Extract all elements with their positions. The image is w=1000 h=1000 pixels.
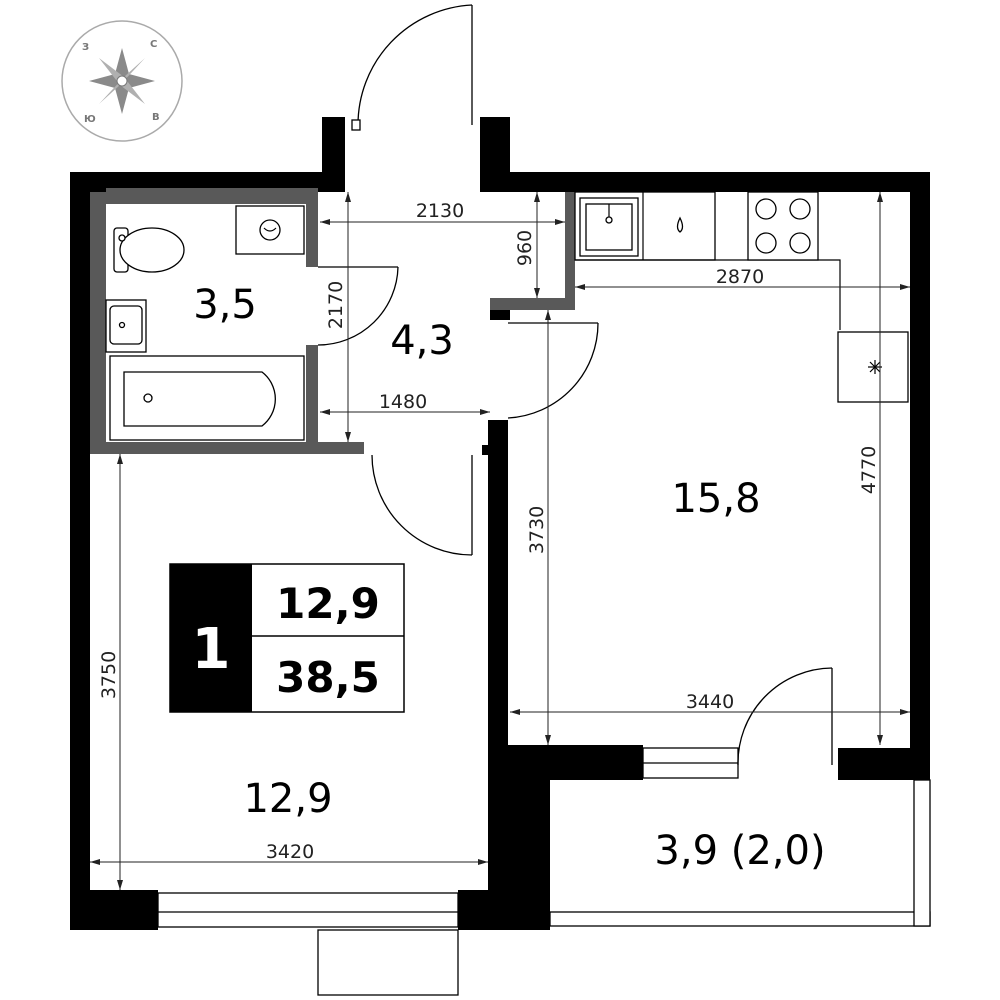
room-area-living: 12,9 [243,776,332,822]
kitchen-door[interactable] [507,322,599,419]
room-area-bathroom: 3,5 [193,282,257,328]
bathtub-icon [109,355,305,441]
bathroom-door[interactable] [317,266,399,346]
dim-hall-depth: 960 [514,230,536,266]
dim-hall-lower: 1480 [379,391,427,413]
area-badge: 1 12,9 38,5 [169,563,405,713]
balcony-door[interactable] [737,667,833,766]
balcony-glazing [549,779,931,927]
living-window [157,892,459,996]
room-area-kitchen: 15,8 [671,476,760,522]
dim-kitchen-width: 3440 [686,691,734,713]
compass-north: С [150,39,157,50]
washing-machine-icon [235,205,305,255]
water-drop-icon [676,216,684,233]
compass-south: Ю [84,114,96,125]
compass-icon: З С Ю В [61,20,183,142]
compass-west: З [82,42,89,53]
partition-walls [90,188,575,454]
dim-kitchen-top: 2870 [716,266,764,288]
badge-living-area: 12,9 [276,579,380,628]
exterior-walls [70,117,930,930]
dim-kitchen-height: 4770 [858,446,880,494]
ventilation-icon [837,331,909,403]
dim-hall-width: 2130 [416,200,464,222]
dimension-lines [90,192,910,890]
toilet-icon [113,227,185,273]
sink-icon [105,299,147,353]
badge-total-area: 38,5 [276,653,380,702]
dim-bath-height: 2170 [325,281,347,329]
badge-room-count: 1 [192,617,231,682]
living-door[interactable] [371,454,473,556]
dim-living-width: 3420 [266,841,314,863]
dim-living-height: 3750 [98,651,120,699]
stove-icon [747,191,819,261]
compass-east: В [152,112,160,123]
kitchen-window [642,747,739,779]
kitchen-sink-icon [579,197,639,257]
room-area-balcony: 3,9 (2,0) [654,828,825,874]
room-area-hall: 4,3 [390,318,454,364]
entrance-door[interactable] [351,4,473,131]
dim-kitchen-inner: 3730 [526,506,548,554]
